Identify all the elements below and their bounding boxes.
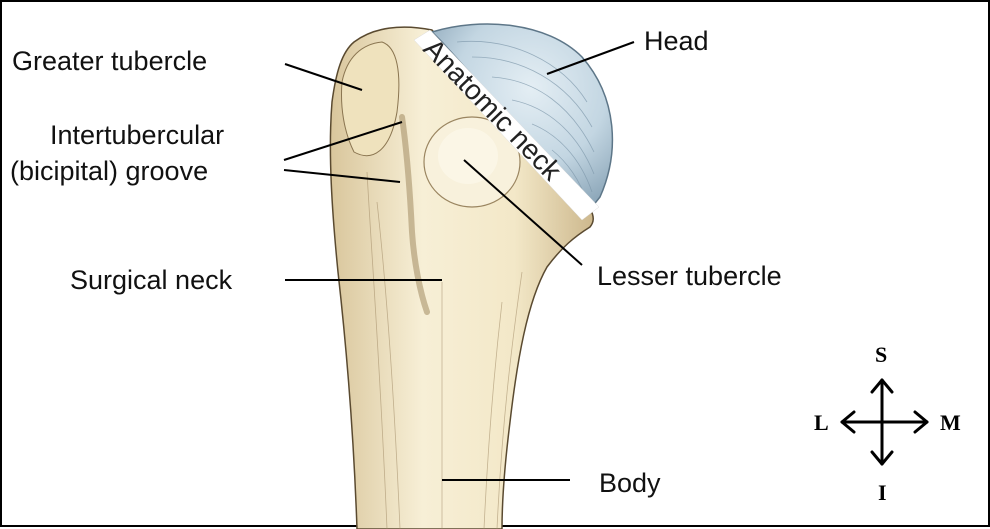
compass-lateral: L	[814, 410, 829, 435]
label-surgical-neck: Surgical neck	[70, 265, 233, 295]
label-lesser-tubercle: Lesser tubercle	[597, 261, 782, 291]
label-body: Body	[599, 468, 661, 498]
compass-medial: M	[940, 410, 961, 435]
label-head: Head	[644, 26, 709, 56]
direction-compass	[842, 380, 927, 464]
compass-inferior: I	[878, 480, 887, 505]
compass-superior: S	[875, 342, 887, 367]
label-intertubercular: Intertubercular	[50, 120, 224, 150]
label-bicipital-groove: (bicipital) groove	[10, 156, 208, 186]
label-greater-tubercle: Greater tubercle	[12, 46, 207, 76]
